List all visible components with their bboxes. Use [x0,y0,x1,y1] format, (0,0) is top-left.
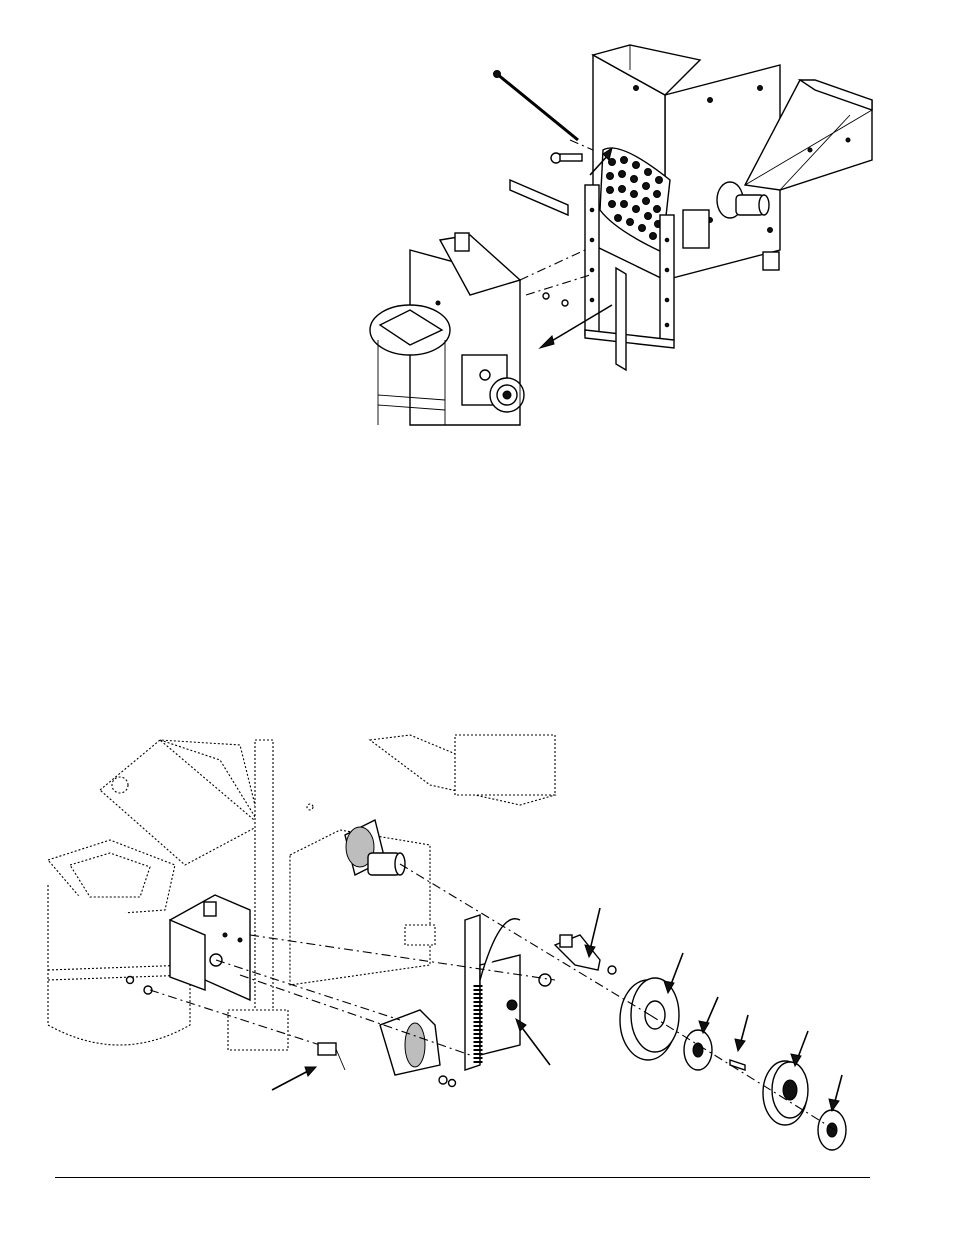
arrow-icon [520,1025,550,1065]
hub-bushing-one [684,1030,712,1070]
hopper-diagram-svg [0,40,954,440]
pulley-diagram-svg [0,725,954,1155]
small-pulley [763,1061,808,1125]
arrow-head [540,336,554,348]
long-bolt [494,71,579,141]
hopper-exploded-diagram [0,40,954,440]
arrow-icon [590,908,600,950]
arrow-icon [670,953,683,987]
arrow-icon [272,1070,310,1090]
hub-bushing-two [818,1110,846,1150]
pulley-exploded-diagram [0,725,954,1155]
small-bracket [539,935,616,986]
footer-rule [55,1177,870,1178]
shaft-key [730,1060,745,1070]
discharge-spout [370,233,524,425]
